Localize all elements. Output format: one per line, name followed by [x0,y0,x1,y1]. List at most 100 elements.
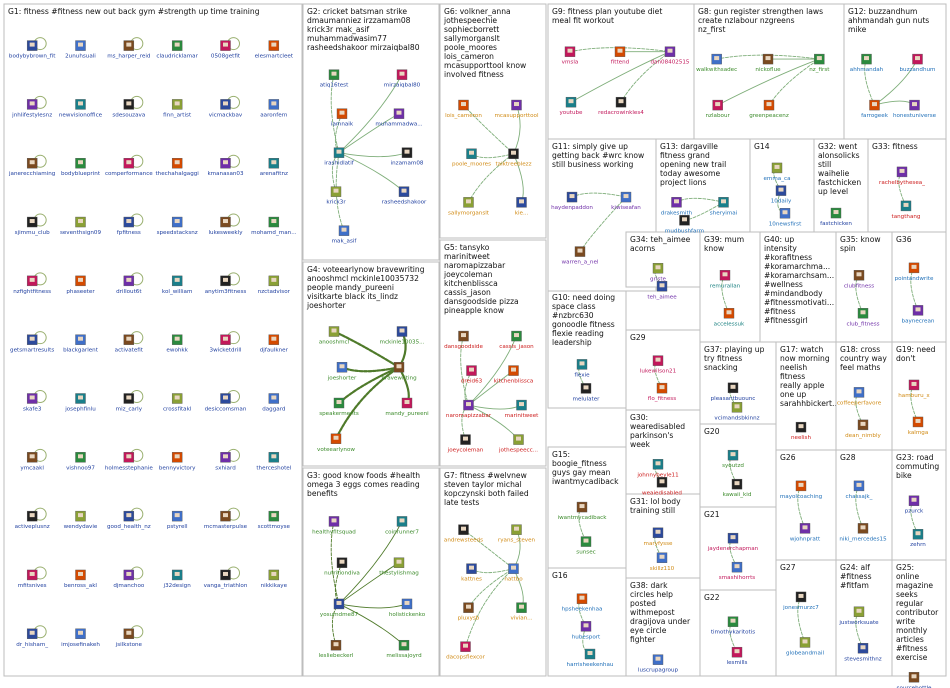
g14-title: G14 [754,142,770,151]
g29-title: G29 [630,333,646,342]
g1-avatar-face [271,513,276,517]
g1-node-label: mfitsnives [18,583,47,589]
g26-avatar-face [799,483,804,487]
g10-node-label: melulater [573,396,601,402]
g4-avatar-face [400,329,405,333]
g5-node-label: marinitweet [505,413,539,419]
g3-avatar-face [405,601,410,605]
g1-node-label: finn_artist [163,112,192,118]
g4-box: G4: voteearlynow bravewritinganooshmcl m… [303,262,439,466]
g1-avatar-face [271,43,276,47]
g1-node-label: kmanasan03 [207,171,244,177]
g1-avatar-face [271,395,276,399]
g7-node-label: kattnes [461,577,482,583]
g1-node-label: holmesstephanie [105,465,153,471]
g1-box: G1: fitness #fitness new out back gym #s… [4,4,302,676]
g29-avatar-face [660,385,665,389]
g1-node-label: ymcaakl [20,465,44,471]
g17-box: G17: watchnow morningneelishfitnessreall… [776,342,839,450]
g5-box: G5: tansykomarinitweetnaromapizzabarjoey… [440,240,546,466]
g13-avatar-face [682,217,687,221]
g1-node-label: drillout6t [116,289,142,295]
g1-avatar-face [78,278,83,282]
g1-avatar-face [271,337,276,341]
g6-node[interactable]: kie... [515,197,529,216]
g24-avatar-face [857,609,862,613]
g1-node-label: janerecchiaming [8,171,56,177]
g1-avatar-face [30,337,35,341]
g12-node-label: farrogeek [861,113,889,119]
g12-avatar-face [912,102,917,106]
g1-avatar-face [126,454,131,458]
g5-node-label: cassis_jason [499,344,534,350]
g31-avatar-face [656,530,661,534]
g4-avatar-face [337,400,342,404]
g33-title: G33: fitness [872,142,918,151]
g4-avatar-face [397,364,402,368]
g1-avatar-face [175,395,180,399]
g1-avatar-face [30,631,35,635]
g1-node-label: anytim3fitness [205,289,247,295]
g1-node-label: good_health_nz [107,524,151,530]
g1-node-label: skafe3 [23,406,42,412]
g1-node-label: djmanchoo [113,583,145,589]
g33-node-label: rachelbythesea_ [879,180,925,186]
g3-avatar-face [334,642,339,646]
g1-avatar-face [78,631,83,635]
g18-avatar-face [857,389,862,393]
g4-avatar-face [340,364,345,368]
g1-avatar-face [271,160,276,164]
g1-node-label: pstyrell [167,524,188,530]
g24-node-label: justworksuate [838,620,879,626]
g1-avatar-face [30,395,35,399]
g28-title: G28 [840,453,856,462]
g28-avatar-face [857,483,862,487]
g1-avatar-face [271,454,276,458]
g9-avatar-face [618,49,623,53]
g36-box: G36 [892,232,946,342]
g23-node-label: pzurck [905,509,924,515]
g21-title: G21 [704,510,720,519]
g4-avatar-face [332,329,337,333]
g28-border [836,450,892,560]
g11-avatar-face [624,194,629,198]
g1-node-label: comperformance [105,171,153,177]
g1-node-label: speedstacksnz [157,230,198,236]
g1-node-label: vicmackbav [209,112,243,118]
g1-avatar-face [30,43,35,47]
g9-node-label: fittend [611,60,630,66]
g13-node-label: sheryimai [710,210,738,216]
g1-node-label: jnhlifestylesnz [11,112,52,118]
g17-node-label: neelish [791,435,811,441]
g23-avatar-face [916,531,921,535]
g15-node-label: sunsec [576,550,595,556]
g6-node-label: lois_cameron [445,113,482,119]
g11-node-label: warren_a_nel [562,260,599,266]
g2-avatar-face [337,150,342,154]
g8-avatar-face [715,102,720,106]
g1-node-label: nzfightfitness [13,289,51,295]
g22-node-label: timothykaritotis [711,630,755,636]
g29-node-label: flo_fitness [648,396,676,402]
g24-title: G24: alf#fitness#fitfam [840,563,872,590]
g1-avatar-face [30,278,35,282]
g10-avatar-face [584,385,589,389]
g3-avatar-face [340,560,345,564]
g1-avatar-face [30,101,35,105]
g20-node-label: kawaii_kid [723,492,752,498]
g1-avatar-face [30,454,35,458]
g2-node-label: iamnaik [331,122,354,128]
g6-node-label: kie... [515,210,529,216]
g37-node-label: vcimandsbkinnz [714,415,759,421]
g27-box: G27 [776,560,836,676]
g8-node-label: nz_first [809,67,830,73]
g9-node-label: youtube [559,110,583,116]
g6-node-label: sallymorganslt [448,210,490,216]
g30-node-label: weaiedisabled [642,490,682,496]
g9-avatar-face [668,49,673,53]
g25-avatar-face [912,674,917,678]
g7-avatar-face [514,527,519,531]
g35-node-label: club_fitness [846,321,879,327]
g32-avatar-face [834,210,839,214]
g31-avatar-face [660,555,665,559]
